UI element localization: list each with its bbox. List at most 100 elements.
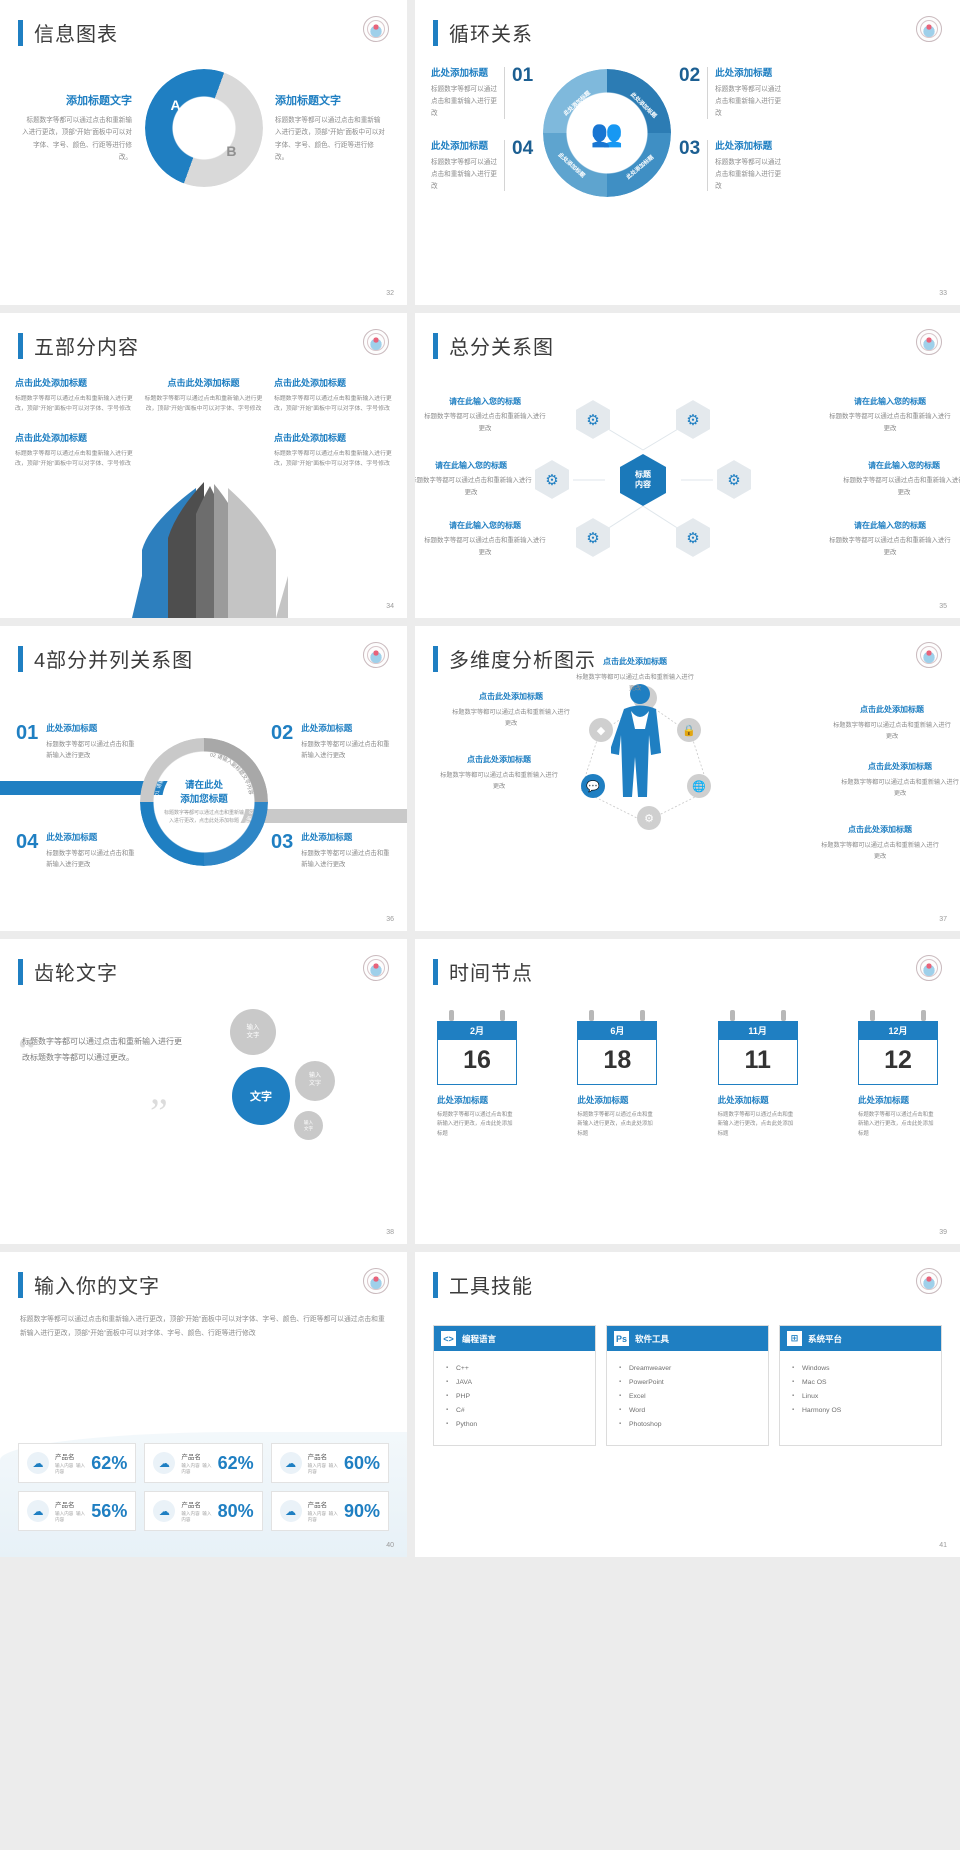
item-body: 标题数字等都可以通过点击和重新输入进行更改 <box>440 772 558 791</box>
item-heading: 点击此处添加标题 <box>274 378 347 388</box>
slide-thumbnail-33[interactable]: 循环关系 此处添加标题 标题数字等都可以通过点击和重新输入进行更改 01 此处添… <box>415 0 960 305</box>
item-heading: 点击此处添加标题 <box>467 755 531 764</box>
cloud-icon: ☁ <box>153 1452 176 1474</box>
card-sub: 输入内容 输入内容 <box>181 1463 212 1474</box>
gear-small-label1: 输入 <box>303 1119 314 1125</box>
center-heading-line1: 请在此处 <box>184 779 223 791</box>
windows-icon: ⊞ <box>787 1331 802 1346</box>
percent-card[interactable]: ☁ 产品名 输入内容 输入内容 60% <box>270 1443 389 1483</box>
cloud-icon: ☁ <box>153 1500 176 1522</box>
slide-thumbnail-32[interactable]: 信息图表 添加标题文字 标题数字等都可以通过点击和重新输入进行更改，顶部“开始”… <box>0 0 407 305</box>
gear-small: 输入 文字 <box>294 1111 323 1140</box>
list-item: PowerPoint <box>619 1375 756 1389</box>
percent-card[interactable]: ☁ 产品名 输入内容 输入内容 62% <box>144 1443 263 1483</box>
card-name: 产品名 <box>181 1502 201 1509</box>
globe-icon: 🌐 <box>687 774 711 798</box>
cycle-item-03: 03 此处添加标题 标题数字等都可以通过点击和重新输入进行更改 <box>679 138 783 194</box>
calendar-month: 12月 <box>857 1021 938 1040</box>
hex-item-1: 请在此输入您的标题 标题数字等都可以通过点击和重新输入进行更改 <box>423 396 547 434</box>
item-body: 标题数字等都可以通过点击和重新输入进行更改 <box>715 86 782 118</box>
slide-gallery: 信息图表 添加标题文字 标题数字等都可以通过点击和重新输入进行更改，顶部“开始”… <box>0 0 960 1557</box>
item-number: 04 <box>512 137 534 159</box>
center-line-1: 标题 <box>635 470 651 479</box>
cycle-item-04: 此处添加标题 标题数字等都可以通过点击和重新输入进行更改 04 <box>431 138 535 194</box>
slide-thumbnail-38[interactable]: 齿轮文字 “ ” 标题数字等都可以通过点击和重新输入进行更改标题数字等都可以通过… <box>0 939 407 1244</box>
calendar-node-3[interactable]: 11月 11 此处添加标题 标题数字等都可以通过点击和重新输入进行更改，点击此处… <box>717 1010 798 1139</box>
node-body: 标题数字等都可以通过点击和重新输入进行更改，点击此处添加标题 <box>857 1112 934 1137</box>
item-body: 标题数字等都可以通过点击和重新输入进行更改 <box>841 779 959 798</box>
donut-section: 添加标题文字 标题数字等都可以通过点击和重新输入进行更改，顶部“开始”面板中可以… <box>0 47 407 187</box>
calendar-day: 12 <box>857 1040 938 1085</box>
arrow-graphic <box>132 482 288 618</box>
slide-header: 4部分并列关系图 <box>0 626 407 673</box>
calendar-node-1[interactable]: 2月 16 此处添加标题 标题数字等都可以通过点击和重新输入进行更改，点击此处添… <box>437 1010 517 1139</box>
page-number: 33 <box>939 290 947 297</box>
card-value: 80% <box>217 1500 254 1521</box>
list-item: C# <box>446 1403 583 1417</box>
skill-column-programming: <> 编程语言 C++ JAVA PHP C# Python <box>433 1325 596 1446</box>
gear-node-4: ⚙ <box>717 460 751 499</box>
item-number: 02 <box>679 65 701 86</box>
slide-thumbnail-37[interactable]: 多维度分析图示 ✦ ◆ 🔒 💬 🌐 ⚙ 点击此处添加标题 标题数字等都可以通过点… <box>415 626 960 931</box>
slide-thumbnail-41[interactable]: 工具技能 <> 编程语言 C++ JAVA PHP C# Python Ps <box>415 1252 960 1557</box>
cycle-item-01: 此处添加标题 标题数字等都可以通过点击和重新输入进行更改 01 <box>431 65 535 121</box>
ring-label-3: 此处添加标题 <box>626 154 656 181</box>
page-number: 34 <box>386 603 394 610</box>
percent-card[interactable]: ☁ 产品名 输入内容 输入内容 90% <box>270 1491 389 1531</box>
ring-label-2: 此处添加标题 <box>629 91 658 120</box>
list-item: Photoshop <box>619 1417 756 1431</box>
title-accent-bar <box>18 332 23 359</box>
gear-right-label2: 文字 <box>308 1081 321 1087</box>
percent-card[interactable]: ☁ 产品名 输入内容 输入内容 80% <box>144 1491 263 1531</box>
percent-card[interactable]: ☁ 产品名 输入内容 输入内容 56% <box>18 1491 137 1531</box>
quad-center: 请在此处 添加您标题 标题数字等都可以通过点击和重新输入进行更改，点击此处添加标… <box>162 760 246 844</box>
title-accent-bar <box>433 332 438 359</box>
skill-column-platform: ⊞ 系统平台 Windows Mac OS Linux Harmony OS <box>779 1325 942 1446</box>
slide-thumbnail-40[interactable]: 输入你的文字 标题数字等都可以通过点击和重新输入进行更改，顶部“开始”面板中可以… <box>0 1252 407 1557</box>
hex-item-4: 请在此输入您的标题 标题数字等都可以通过点击和重新输入进行更改 <box>842 460 960 498</box>
item-heading: 请在此输入您的标题 <box>449 397 521 406</box>
calendar-rings <box>437 1010 517 1021</box>
item-body: 标题数字等都可以通过点击和重新输入进行更改 <box>46 741 135 760</box>
slide-thumbnail-34[interactable]: 五部分内容 点击此处添加标题 标题数字等都可以通过点击和重新输入进行更改，顶部“… <box>0 313 407 618</box>
school-logo-icon <box>363 16 389 42</box>
column-title: 编程语言 <box>462 1333 497 1344</box>
title-accent-bar <box>433 19 438 46</box>
skill-list: Windows Mac OS Linux Harmony OS <box>780 1351 941 1431</box>
gear-node-5: ⚙ <box>576 518 610 557</box>
item-body: 标题数字等都可以通过点击和重新输入进行更改，顶部“开始”面板中可以对字体、字号修… <box>144 396 263 413</box>
chat-icon: 💬 <box>581 774 605 798</box>
gear-icon: ⚙ <box>727 471 741 489</box>
percent-card[interactable]: ☁ 产品名 输入内容 输入内容 62% <box>18 1443 137 1483</box>
item-heading: 请在此输入您的标题 <box>854 397 926 406</box>
calendar-node-4[interactable]: 12月 12 此处添加标题 标题数字等都可以通过点击和重新输入进行更改，点击此处… <box>857 1010 938 1139</box>
donut-label-b: B <box>226 143 237 159</box>
lock-icon: 🔒 <box>677 718 701 742</box>
timeline-row: 2月 16 此处添加标题 标题数字等都可以通过点击和重新输入进行更改，点击此处添… <box>415 1010 960 1139</box>
gear-right-label1: 输入 <box>308 1073 321 1080</box>
item-heading: 此处添加标题 <box>46 832 98 842</box>
slide-thumbnail-35[interactable]: 总分关系图 ⚙ ⚙ ⚙ ⚙ ⚙ ⚙ 标题 内容 <box>415 313 960 618</box>
list-item: Mac OS <box>792 1375 929 1389</box>
page-number: 37 <box>939 916 947 923</box>
item-body: 标题数字等都可以通过点击和重新输入进行更改 <box>431 158 497 190</box>
skill-list: Dreamweaver PowerPoint Excel Word Photos… <box>607 1351 768 1445</box>
slide-thumbnail-36[interactable]: 4部分并列关系图 01 请输入副标题文字内容 02 请输入副标题文字内容 03 … <box>0 626 407 931</box>
businessman-silhouette-icon <box>611 684 661 797</box>
hex-diagram: ⚙ ⚙ ⚙ ⚙ ⚙ ⚙ 标题 内容 <box>533 388 753 568</box>
node-heading: 此处添加标题 <box>577 1095 629 1105</box>
skill-column-software: Ps 软件工具 Dreamweaver PowerPoint Excel Wor… <box>606 1325 769 1446</box>
quad-item-02: 02 此处添加标题 标题数字等都可以通过点击和重新输入进行更改 <box>271 722 391 762</box>
calendar-day: 11 <box>717 1040 798 1085</box>
column-header: <> 编程语言 <box>434 1326 595 1351</box>
page-number: 40 <box>386 1542 394 1549</box>
slide-thumbnail-39[interactable]: 时间节点 2月 16 此处添加标题 标题数字等都可以通过点击和重新输入进行更改，… <box>415 939 960 1244</box>
calendar-rings <box>577 1010 657 1021</box>
item-body: 标题数字等都可以通过点击和重新输入进行更改 <box>431 86 497 118</box>
bottom-row: 点击此处添加标题 标题数字等都可以通过点击和重新输入进行更改，顶部“开始”面板中… <box>0 431 407 470</box>
item-1: 点击此处添加标题 标题数字等都可以通过点击和重新输入进行更改，顶部“开始”面板中… <box>15 376 133 415</box>
node-body: 标题数字等都可以通过点击和重新输入进行更改，点击此处添加标题 <box>577 1112 653 1137</box>
page-number: 38 <box>386 1229 394 1236</box>
calendar-node-2[interactable]: 6月 18 此处添加标题 标题数字等都可以通过点击和重新输入进行更改，点击此处添… <box>577 1010 658 1139</box>
divider <box>707 139 709 192</box>
